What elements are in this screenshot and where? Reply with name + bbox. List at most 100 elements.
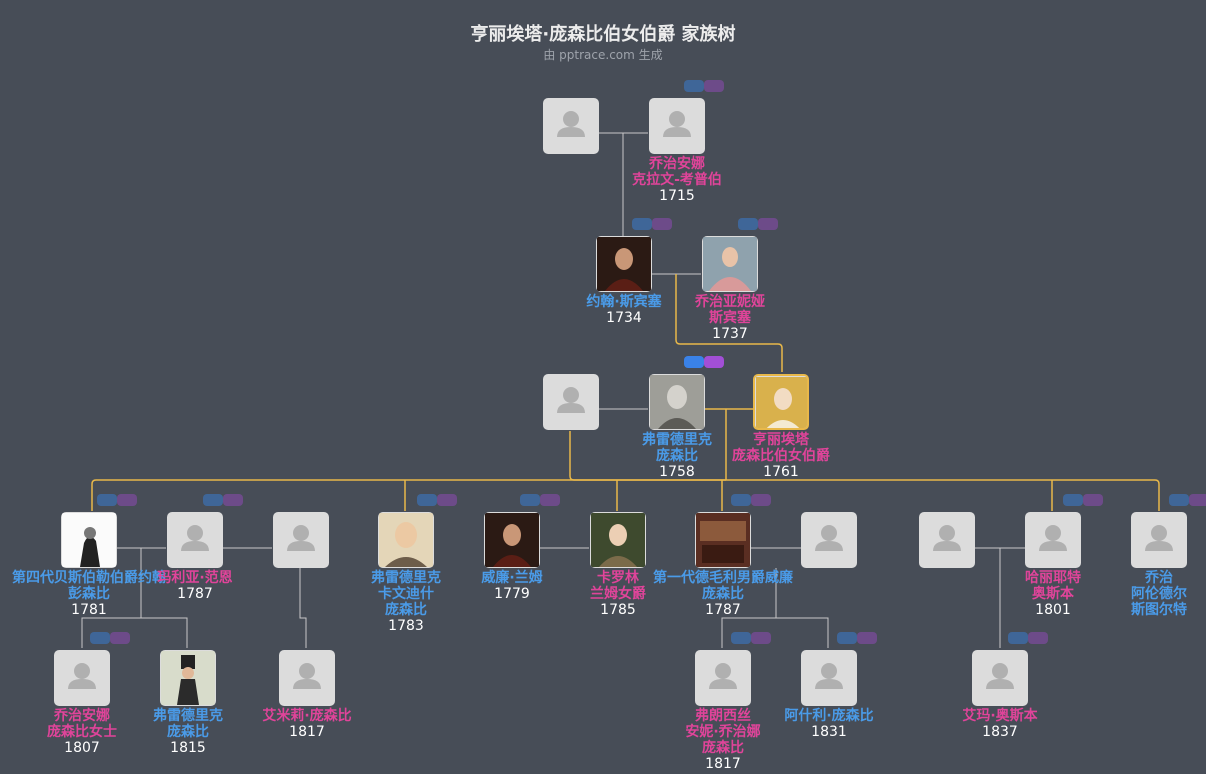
birth-year: 1801 bbox=[1035, 602, 1071, 618]
birth-year: 1734 bbox=[606, 310, 642, 326]
person-name: 弗雷德里克 bbox=[371, 570, 441, 586]
person-card-p6[interactable] bbox=[649, 374, 705, 430]
expand-father-toggle[interactable] bbox=[837, 632, 857, 644]
expand-father-toggle[interactable] bbox=[90, 632, 110, 644]
expand-father-toggle[interactable] bbox=[1063, 494, 1083, 506]
expand-mother-toggle[interactable] bbox=[704, 356, 724, 368]
person-card-g5[interactable] bbox=[801, 650, 857, 706]
expand-mother-toggle[interactable] bbox=[751, 632, 771, 644]
person-name: 玛利亚·范恩 bbox=[157, 570, 233, 586]
person-name: 庞森比女士 bbox=[47, 724, 117, 740]
person-card-p5[interactable] bbox=[543, 374, 599, 430]
expand-mother-toggle[interactable] bbox=[1028, 632, 1048, 644]
expand-mother-toggle[interactable] bbox=[857, 632, 877, 644]
expand-father-toggle[interactable] bbox=[684, 356, 704, 368]
expand-mother-toggle[interactable] bbox=[652, 218, 672, 230]
expand-mother-toggle[interactable] bbox=[117, 494, 137, 506]
expand-mother-toggle[interactable] bbox=[704, 80, 724, 92]
expand-father-toggle[interactable] bbox=[520, 494, 540, 506]
expand-father-toggle[interactable] bbox=[1008, 632, 1028, 644]
person-card-g1[interactable] bbox=[54, 650, 110, 706]
person-card-c11[interactable] bbox=[1131, 512, 1187, 568]
person-name: 庞森比 bbox=[702, 586, 744, 602]
person-card-c7[interactable] bbox=[695, 512, 751, 568]
person-card-c4[interactable] bbox=[378, 512, 434, 568]
default-avatar-icon bbox=[1025, 512, 1081, 568]
person-name: 卡罗林 bbox=[597, 570, 639, 586]
birth-year: 1837 bbox=[982, 724, 1018, 740]
portrait-photo bbox=[756, 377, 807, 428]
person-card-c10[interactable] bbox=[1025, 512, 1081, 568]
expand-father-toggle[interactable] bbox=[97, 494, 117, 506]
default-avatar-icon bbox=[919, 512, 975, 568]
expand-mother-toggle[interactable] bbox=[758, 218, 778, 230]
person-name: 第一代德毛利男爵威廉 bbox=[653, 570, 793, 586]
person-name: 庞森比 bbox=[656, 448, 698, 464]
person-name: 兰姆女爵 bbox=[590, 586, 646, 602]
person-card-g6[interactable] bbox=[972, 650, 1028, 706]
expand-father-toggle[interactable] bbox=[731, 494, 751, 506]
birth-year: 1815 bbox=[170, 740, 206, 756]
person-card-g2[interactable] bbox=[160, 650, 216, 706]
expand-mother-toggle[interactable] bbox=[223, 494, 243, 506]
expand-father-toggle[interactable] bbox=[1169, 494, 1189, 506]
person-name: 斯图尔特 bbox=[1131, 602, 1187, 618]
default-avatar-icon bbox=[54, 650, 110, 706]
person-name: 斯宾塞 bbox=[709, 310, 751, 326]
expand-mother-toggle[interactable] bbox=[1083, 494, 1103, 506]
expand-mother-toggle[interactable] bbox=[110, 632, 130, 644]
person-card-p4[interactable] bbox=[702, 236, 758, 292]
person-card-p1[interactable] bbox=[543, 98, 599, 154]
expand-father-toggle[interactable] bbox=[632, 218, 652, 230]
person-name: 弗雷德里克 bbox=[642, 432, 712, 448]
portrait-photo bbox=[597, 237, 651, 291]
birth-year: 1715 bbox=[659, 188, 695, 204]
birth-year: 1781 bbox=[71, 602, 107, 618]
expand-mother-toggle[interactable] bbox=[540, 494, 560, 506]
expand-father-toggle[interactable] bbox=[738, 218, 758, 230]
expand-father-toggle[interactable] bbox=[203, 494, 223, 506]
portrait-photo bbox=[62, 513, 116, 567]
default-avatar-icon bbox=[649, 98, 705, 154]
person-card-p2[interactable] bbox=[649, 98, 705, 154]
person-card-g4[interactable] bbox=[695, 650, 751, 706]
birth-year: 1831 bbox=[811, 724, 847, 740]
person-card-p3[interactable] bbox=[596, 236, 652, 292]
person-card-c8[interactable] bbox=[801, 512, 857, 568]
person-card-g3[interactable] bbox=[279, 650, 335, 706]
person-card-c6[interactable] bbox=[590, 512, 646, 568]
person-name: 卡文迪什 bbox=[378, 586, 434, 602]
expand-father-toggle[interactable] bbox=[417, 494, 437, 506]
expand-father-toggle[interactable] bbox=[731, 632, 751, 644]
portrait-photo bbox=[703, 237, 757, 291]
person-name: 艾米莉·庞森比 bbox=[262, 708, 352, 724]
person-card-c9[interactable] bbox=[919, 512, 975, 568]
tree-subtitle: 由 pptrace.com 生成 bbox=[543, 48, 663, 62]
person-card-c1[interactable] bbox=[61, 512, 117, 568]
person-card-c3[interactable] bbox=[273, 512, 329, 568]
person-card-p7[interactable] bbox=[753, 374, 809, 430]
person-name: 艾玛·奥斯本 bbox=[962, 708, 1038, 724]
person-name: 乔治亚妮娅 bbox=[695, 294, 765, 310]
expand-mother-toggle[interactable] bbox=[1189, 494, 1206, 506]
birth-year: 1779 bbox=[494, 586, 530, 602]
expand-mother-toggle[interactable] bbox=[751, 494, 771, 506]
person-name: 弗雷德里克 bbox=[153, 708, 223, 724]
portrait-photo bbox=[650, 375, 704, 429]
expand-mother-toggle[interactable] bbox=[437, 494, 457, 506]
birth-year: 1807 bbox=[64, 740, 100, 756]
birth-year: 1787 bbox=[177, 586, 213, 602]
birth-year: 1783 bbox=[388, 618, 424, 634]
person-card-c5[interactable] bbox=[484, 512, 540, 568]
person-card-c2[interactable] bbox=[167, 512, 223, 568]
expand-father-toggle[interactable] bbox=[684, 80, 704, 92]
person-name: 乔治安娜 bbox=[649, 156, 705, 172]
